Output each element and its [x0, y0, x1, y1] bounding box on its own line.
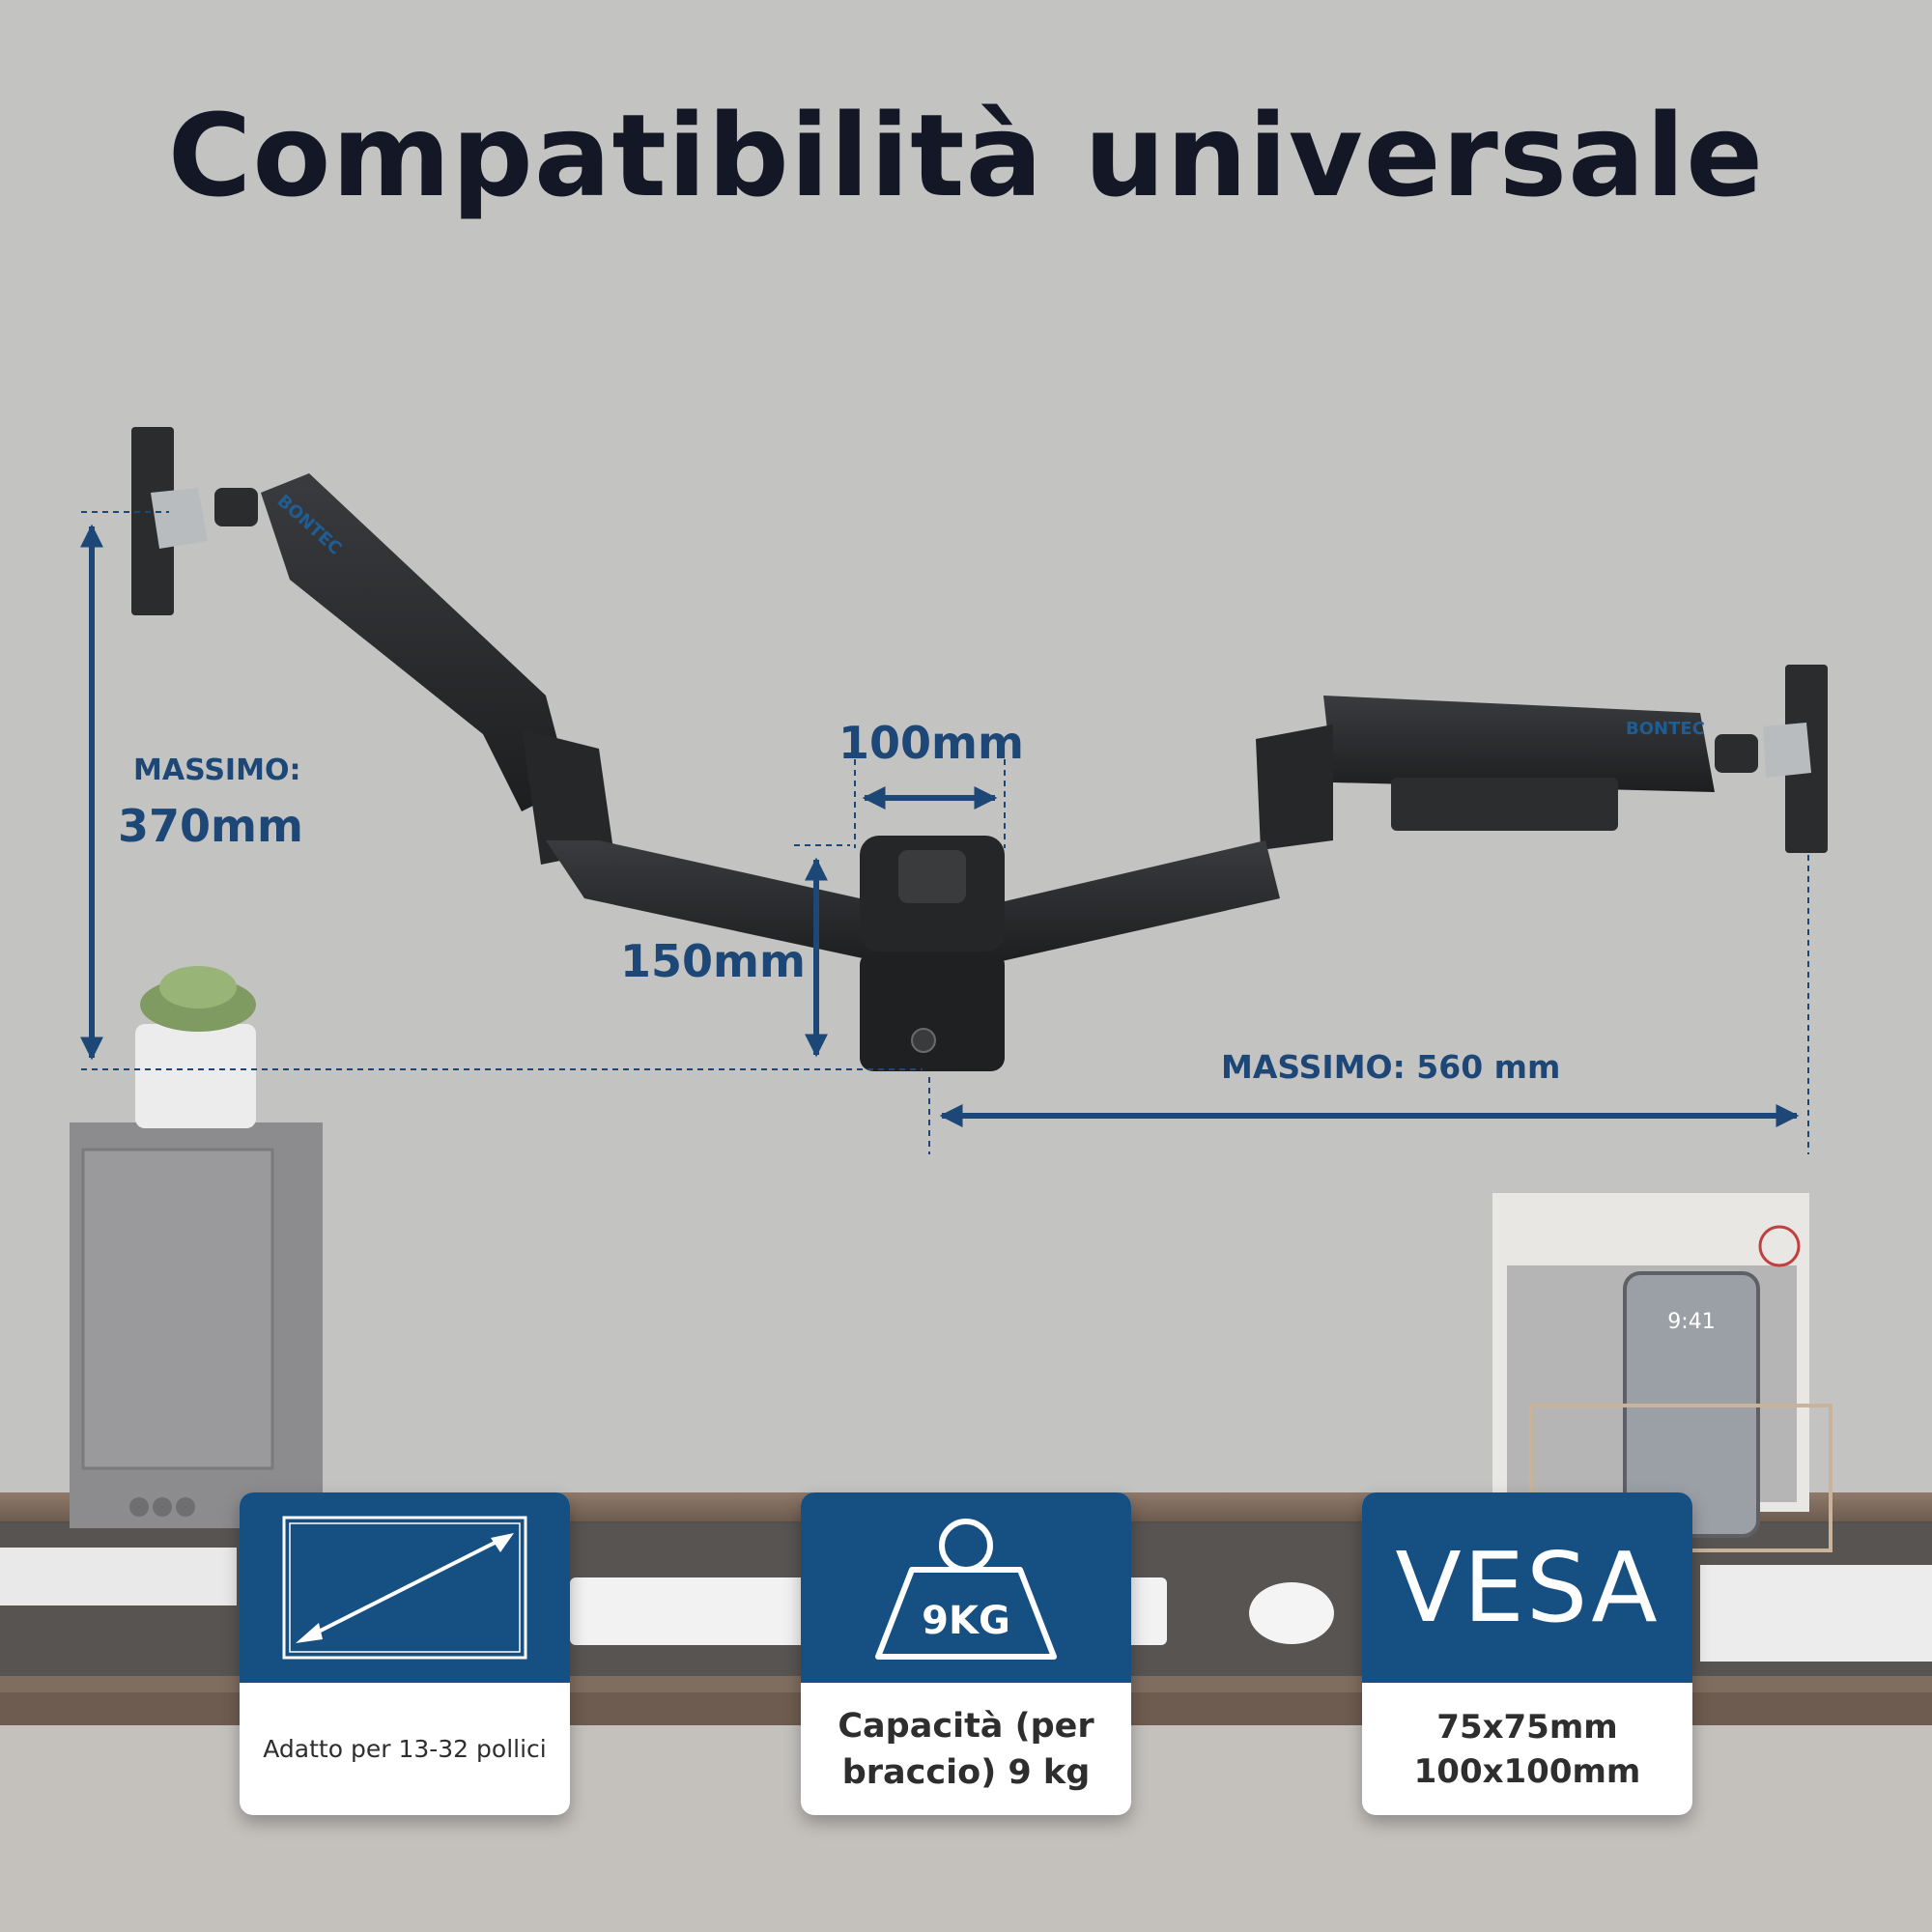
mount-screw-cover	[898, 850, 966, 903]
screen-size-card: Adatto per 13-32 pollici	[240, 1492, 570, 1815]
pc-knob	[153, 1497, 172, 1517]
arm-spring-right	[1391, 778, 1618, 831]
tilt-bracket-right	[1763, 723, 1811, 778]
joint-left	[214, 488, 258, 526]
vesa-plate-left	[131, 427, 174, 615]
pc-panel	[81, 1148, 274, 1470]
book-logo	[1758, 1225, 1801, 1267]
vesa-word: VESA	[1395, 1531, 1660, 1644]
mount-lock-icon	[911, 1028, 936, 1053]
weight-value: 9KG	[922, 1599, 1010, 1643]
screen-size-text: Adatto per 13-32 pollici	[263, 1735, 547, 1763]
mount-width-label: 100mm	[838, 717, 1024, 769]
succulent	[159, 966, 237, 1009]
max-extension-label: MASSIMO: 560 mm	[1221, 1048, 1561, 1086]
pc-knob	[129, 1497, 149, 1517]
weight-icon: 9KG	[875, 1519, 1057, 1660]
upper-arm-left	[261, 473, 570, 811]
vesa-size-2: 100x100mm	[1413, 1751, 1641, 1791]
upper-arm-right	[1323, 696, 1715, 792]
capacity-text: Capacità (per braccio) 9 kg	[838, 1706, 1094, 1792]
page-title: Compatibilità universale	[167, 89, 1765, 222]
vesa-size-1: 75x75mm	[1436, 1707, 1618, 1747]
magazine-right	[1700, 1565, 1932, 1662]
plant-pot	[135, 1024, 256, 1128]
document-left	[0, 1548, 237, 1605]
max-height-value: 370mm	[118, 800, 303, 852]
joint-right	[1715, 734, 1758, 773]
elbow-right	[1256, 724, 1333, 850]
capacity-card: 9KG Capacità (per braccio) 9 kg	[801, 1492, 1131, 1815]
mount-height-label: 150mm	[620, 935, 806, 987]
max-height-label: MASSIMO:	[133, 753, 301, 787]
phone-time: 9:41	[1667, 1310, 1715, 1334]
elbow-left	[522, 729, 613, 865]
mount-base	[860, 952, 1005, 1071]
brand-logo-right: BONTEC	[1626, 719, 1705, 739]
diagonal-screen-icon	[282, 1516, 527, 1660]
vesa-card: VESA 75x75mm 100x100mm	[1362, 1492, 1692, 1815]
lower-arm-right	[976, 840, 1280, 966]
tilt-bracket-left	[151, 488, 208, 549]
mouse	[1249, 1582, 1334, 1644]
pc-knob	[176, 1497, 195, 1517]
